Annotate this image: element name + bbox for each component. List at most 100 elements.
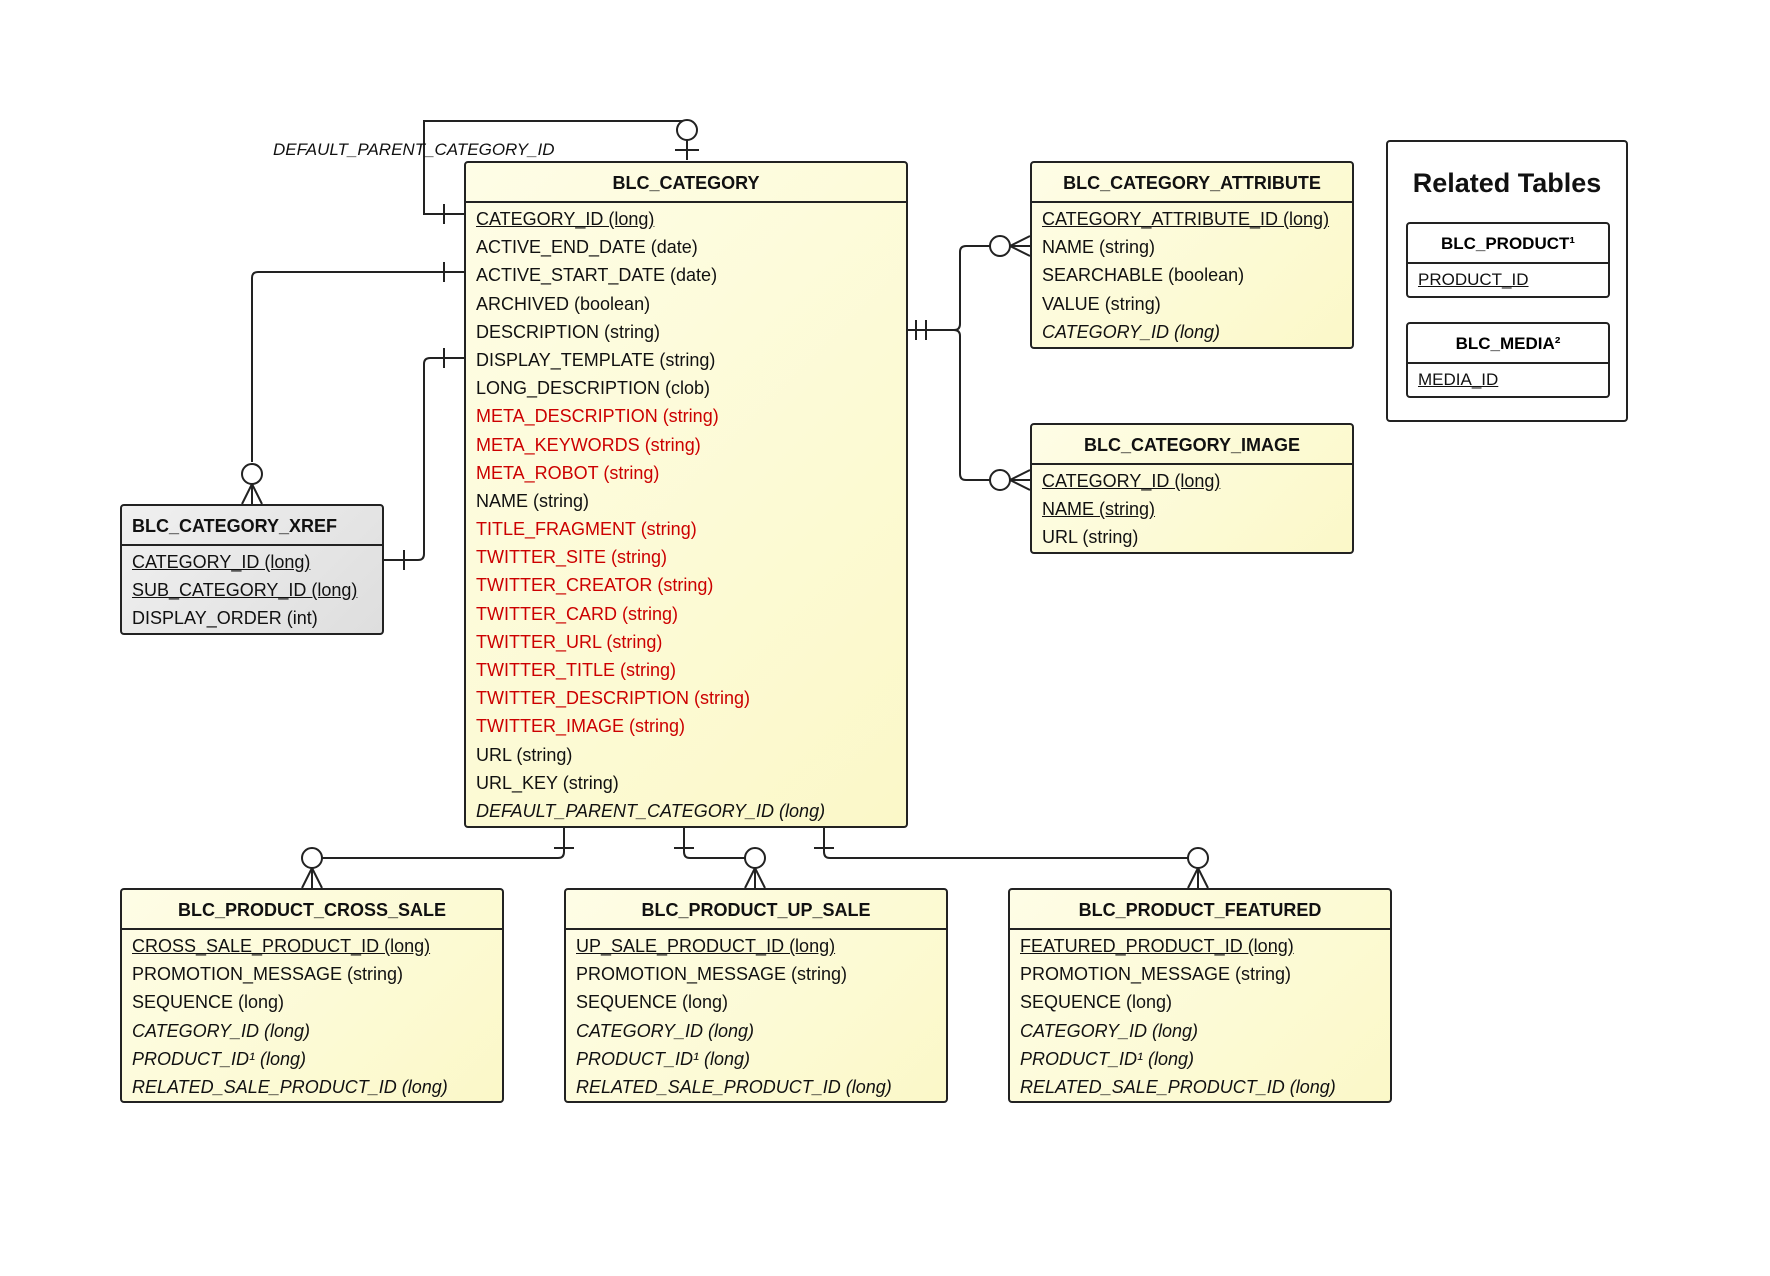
up-sale-line bbox=[683, 828, 745, 859]
entity-field: NAME (string) bbox=[1042, 237, 1156, 258]
cross-sale-zero bbox=[301, 847, 323, 869]
field-list: CATEGORY_ID (long) ACTIVE_END_DATE (date)… bbox=[466, 203, 906, 825]
entity-title: BLC_PRODUCT_UP_SALE bbox=[566, 890, 946, 930]
entity-field: PRODUCT_ID¹ (long) bbox=[132, 1048, 307, 1069]
entity-field: TWITTER_DESCRIPTION (string) bbox=[476, 688, 751, 709]
field-list: FEATURED_PRODUCT_ID (long) PROMOTION_MESS… bbox=[1010, 930, 1390, 1101]
featured-crowfoot bbox=[1187, 867, 1209, 889]
entity-field: CATEGORY_ID (long) bbox=[476, 209, 655, 229]
entity-field: CATEGORY_ID (long) bbox=[576, 1020, 755, 1041]
entity-field: CATEGORY_ID (long) bbox=[132, 1020, 311, 1041]
entity-blc-product-up-sale[interactable]: BLC_PRODUCT_UP_SALE UP_SALE_PRODUCT_ID (… bbox=[564, 888, 948, 1103]
entity-title: BLC_PRODUCT¹ bbox=[1408, 224, 1608, 264]
up-sale-zero bbox=[744, 847, 766, 869]
entity-field: VALUE (string) bbox=[1042, 293, 1161, 314]
entity-field: TWITTER_TITLE (string) bbox=[476, 660, 677, 680]
self-relation-label: DEFAULT_PARENT_CATEGORY_ID bbox=[273, 140, 555, 159]
entity-field: CATEGORY_ATTRIBUTE_ID (long) bbox=[1042, 209, 1330, 229]
entity-field: RELATED_SALE_PRODUCT_ID (long) bbox=[1020, 1076, 1336, 1097]
entity-field: CATEGORY_ID (long) bbox=[1042, 471, 1221, 491]
field-list: CATEGORY_ID (long) NAME (string) URL (stri… bbox=[1032, 465, 1352, 552]
entity-field: SEQUENCE (long) bbox=[132, 992, 285, 1013]
entity-field: SUB_CATEGORY_ID (long) bbox=[132, 580, 358, 601]
image-line bbox=[953, 329, 990, 481]
entity-field: TITLE_FRAGMENT (string) bbox=[476, 519, 697, 540]
entity-field: PRODUCT_ID¹ (long) bbox=[1020, 1048, 1195, 1069]
entity-field: DISPLAY_TEMPLATE (string) bbox=[476, 349, 716, 370]
entity-field: DESCRIPTION (string) bbox=[476, 321, 661, 342]
cross-sale-crowfoot bbox=[301, 867, 323, 889]
entity-field: SEQUENCE (long) bbox=[576, 992, 729, 1013]
entity-title: BLC_MEDIA² bbox=[1408, 324, 1608, 364]
entity-field: DISPLAY_ORDER (int) bbox=[132, 608, 318, 629]
entity-field: URL_KEY (string) bbox=[476, 772, 619, 793]
field-list: CATEGORY_ATTRIBUTE_ID (long) NAME (string… bbox=[1032, 203, 1352, 346]
entity-field: PROMOTION_MESSAGE (string) bbox=[576, 964, 848, 985]
attribute-crowfoot bbox=[1009, 235, 1031, 257]
entity-field: URL (string) bbox=[1042, 527, 1139, 548]
entity-field: META_KEYWORDS (string) bbox=[476, 434, 701, 455]
featured-zero bbox=[1187, 847, 1209, 869]
entity-field: ACTIVE_END_DATE (date) bbox=[476, 237, 698, 258]
entity-field: TWITTER_IMAGE (string) bbox=[476, 716, 686, 737]
entity-field: CATEGORY_ID (long) bbox=[1020, 1020, 1199, 1041]
attribute-line bbox=[908, 245, 990, 331]
field-list: CROSS_SALE_PRODUCT_ID (long) PROMOTION_ME… bbox=[122, 930, 502, 1101]
entity-field: CATEGORY_ID (long) bbox=[1042, 321, 1221, 342]
entity-field: URL (string) bbox=[476, 744, 573, 765]
entity-field: UP_SALE_PRODUCT_ID (long) bbox=[576, 936, 836, 956]
entity-field: RELATED_SALE_PRODUCT_ID (long) bbox=[576, 1076, 892, 1097]
entity-blc-product-featured[interactable]: BLC_PRODUCT_FEATURED FEATURED_PRODUCT_ID… bbox=[1008, 888, 1392, 1103]
entity-field: ACTIVE_START_DATE (date) bbox=[476, 265, 718, 286]
entity-field: META_ROBOT (string) bbox=[476, 462, 660, 483]
entity-field: TWITTER_CARD (string) bbox=[476, 603, 678, 624]
entity-title: BLC_CATEGORY_ATTRIBUTE bbox=[1032, 163, 1352, 203]
field-list: UP_SALE_PRODUCT_ID (long) PROMOTION_MESSA… bbox=[566, 930, 946, 1101]
image-crowfoot bbox=[1009, 469, 1031, 491]
related-tables-panel: Related Tables BLC_PRODUCT¹ PRODUCT_ID B… bbox=[1386, 140, 1628, 422]
entity-field: TWITTER_CREATOR (string) bbox=[476, 575, 714, 596]
field-list: CATEGORY_ID (long) SUB_CATEGORY_ID (long)… bbox=[122, 546, 382, 633]
entity-title: BLC_CATEGORY_IMAGE bbox=[1032, 425, 1352, 465]
entity-field: ARCHIVED (boolean) bbox=[476, 293, 651, 314]
xref-category-line bbox=[251, 271, 464, 462]
field-product-id: PRODUCT_ID bbox=[1418, 270, 1529, 289]
related-entity-blc-product[interactable]: BLC_PRODUCT¹ PRODUCT_ID bbox=[1406, 222, 1610, 298]
entity-field: PROMOTION_MESSAGE (string) bbox=[1020, 964, 1292, 985]
field-media-id: MEDIA_ID bbox=[1418, 370, 1499, 389]
entity-field: SEARCHABLE (boolean) bbox=[1042, 265, 1245, 286]
entity-field: NAME (string) bbox=[1042, 499, 1156, 520]
entity-field: LONG_DESCRIPTION (clob) bbox=[476, 378, 711, 399]
entity-field: DEFAULT_PARENT_CATEGORY_ID (long) bbox=[476, 800, 826, 821]
entity-field: META_DESCRIPTION (string) bbox=[476, 406, 719, 427]
entity-blc-category-image[interactable]: BLC_CATEGORY_IMAGE CATEGORY_ID (long) NAM… bbox=[1030, 423, 1354, 554]
entity-field: TWITTER_SITE (string) bbox=[476, 547, 668, 568]
entity-title: BLC_PRODUCT_CROSS_SALE bbox=[122, 890, 502, 930]
entity-field: FEATURED_PRODUCT_ID (long) bbox=[1020, 936, 1294, 956]
entity-blc-product-cross-sale[interactable]: BLC_PRODUCT_CROSS_SALE CROSS_SALE_PRODUC… bbox=[120, 888, 504, 1103]
xref-category-crowfoot bbox=[241, 483, 263, 505]
entity-blc-category[interactable]: BLC_CATEGORY CATEGORY_ID (long) ACTIVE_EN… bbox=[464, 161, 908, 828]
entity-field: TWITTER_URL (string) bbox=[476, 631, 663, 652]
entity-field: CROSS_SALE_PRODUCT_ID (long) bbox=[132, 936, 431, 956]
xref-subcategory-line bbox=[384, 357, 464, 561]
entity-field: PROMOTION_MESSAGE (string) bbox=[132, 964, 404, 985]
self-relation-zero bbox=[676, 119, 698, 141]
xref-category-zero bbox=[241, 463, 263, 485]
related-entity-blc-media[interactable]: BLC_MEDIA² MEDIA_ID bbox=[1406, 322, 1610, 398]
up-sale-drop bbox=[744, 867, 766, 889]
entity-title: BLC_CATEGORY_XREF bbox=[122, 506, 382, 546]
entity-field: NAME (string) bbox=[476, 490, 590, 511]
entity-title: BLC_CATEGORY bbox=[466, 163, 906, 203]
related-tables-title: Related Tables bbox=[1412, 168, 1602, 198]
entity-field: CATEGORY_ID (long) bbox=[132, 552, 311, 572]
entity-blc-category-attribute[interactable]: BLC_CATEGORY_ATTRIBUTE CATEGORY_ATTRIBUT… bbox=[1030, 161, 1354, 349]
entity-field: SEQUENCE (long) bbox=[1020, 992, 1173, 1013]
entity-field: PRODUCT_ID¹ (long) bbox=[576, 1048, 751, 1069]
entity-field: RELATED_SALE_PRODUCT_ID (long) bbox=[132, 1076, 448, 1097]
entity-title: BLC_PRODUCT_FEATURED bbox=[1010, 890, 1390, 930]
attribute-zero bbox=[989, 235, 1011, 257]
entity-blc-category-xref[interactable]: BLC_CATEGORY_XREF CATEGORY_ID (long) SUB_… bbox=[120, 504, 384, 635]
cross-sale-line bbox=[312, 828, 565, 859]
